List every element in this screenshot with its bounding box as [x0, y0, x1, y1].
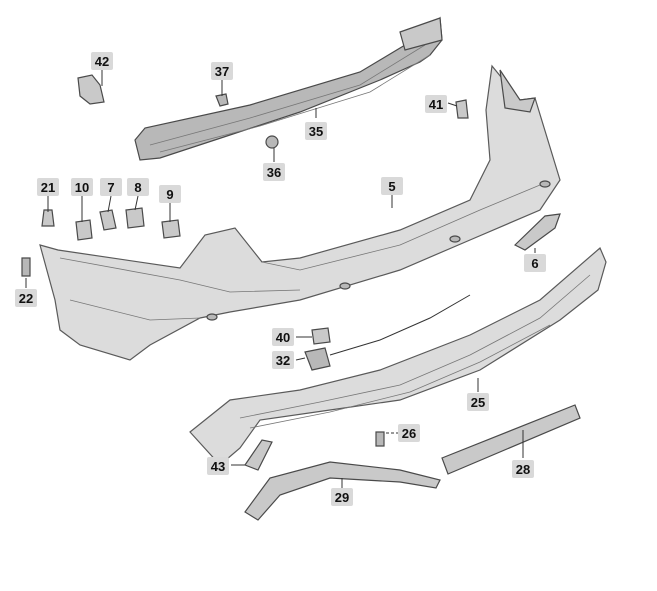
- nut-part-36: [265, 135, 279, 149]
- callout-25: 25: [467, 393, 489, 411]
- callout-40: 40: [272, 328, 294, 346]
- wire-harness-part: [329, 294, 471, 356]
- leader-8: [134, 195, 139, 211]
- cover-part-10: [75, 219, 93, 241]
- bolt-part-37: [215, 93, 229, 107]
- bracket-part-9: [161, 219, 181, 239]
- trim-part-43: [244, 439, 273, 471]
- leader-41: [447, 102, 458, 107]
- bracket-part-42: [77, 74, 105, 105]
- callout-22: 22: [15, 289, 37, 307]
- cover-part-8: [125, 207, 145, 229]
- callout-5: 5: [381, 177, 403, 195]
- bumper-reinforcement-part: [134, 16, 443, 161]
- screw-part-26: [375, 431, 385, 447]
- callout-29: 29: [331, 488, 353, 506]
- callout-43: 43: [207, 457, 229, 475]
- callout-35: 35: [305, 122, 327, 140]
- callout-37: 37: [211, 62, 233, 80]
- bolt-part-22: [21, 257, 31, 277]
- reflector-part-6: [513, 213, 561, 251]
- callout-6: 6: [524, 254, 546, 272]
- bumper-cover-part: [39, 64, 561, 361]
- callout-28: 28: [512, 460, 534, 478]
- trim-strip-part-28: [441, 404, 581, 475]
- callout-8: 8: [127, 178, 149, 196]
- clip-part-41: [455, 99, 469, 119]
- leader-32: [295, 357, 306, 361]
- callout-42: 42: [91, 52, 113, 70]
- diffuser-part-25: [189, 247, 607, 466]
- callout-7: 7: [100, 178, 122, 196]
- callout-21: 21: [37, 178, 59, 196]
- cover-part-7: [99, 209, 117, 231]
- leader-7: [107, 195, 112, 213]
- clip-part-21: [41, 209, 55, 227]
- callout-26: 26: [398, 424, 420, 442]
- callout-36: 36: [263, 163, 285, 181]
- callout-10: 10: [71, 178, 93, 196]
- clip-part-40: [311, 327, 331, 345]
- callout-41: 41: [425, 95, 447, 113]
- callout-32: 32: [272, 351, 294, 369]
- trim-part-29: [244, 461, 441, 521]
- sensor-part-32: [304, 347, 331, 371]
- callout-9: 9: [159, 185, 181, 203]
